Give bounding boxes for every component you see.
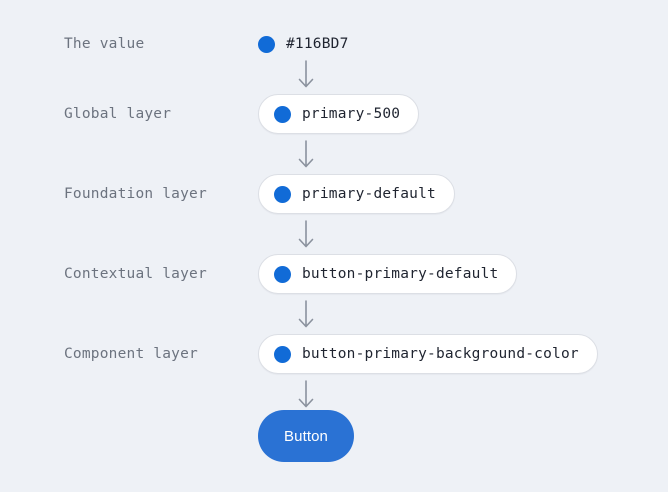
row-label-foundation-layer: Foundation layer [64, 186, 207, 202]
token-pill-primary-default[interactable]: primary-default [258, 174, 455, 214]
token-pill-label: primary-default [302, 186, 436, 202]
diagram-row-foundation-layer: Foundation layer primary-default [0, 173, 668, 215]
row-label-contextual-layer: Contextual layer [64, 266, 207, 282]
node-component-layer[interactable]: button-primary-background-color [258, 334, 598, 374]
node-contextual-layer[interactable]: button-primary-default [258, 254, 518, 294]
arrow-down-icon [292, 300, 320, 330]
value-text: #116BD7 [286, 36, 349, 52]
node-global-layer[interactable]: primary-500 [258, 94, 420, 134]
arrow-down-icon [292, 60, 320, 90]
diagram-row-contextual-layer: Contextual layer button-primary-default [0, 253, 668, 295]
arrow-down-icon [292, 380, 320, 410]
diagram-row-global-layer: Global layer primary-500 [0, 93, 668, 135]
arrow-down-icon [292, 140, 320, 170]
row-label-global-layer: Global layer [64, 106, 172, 122]
token-pill-button-primary-default[interactable]: button-primary-default [258, 254, 518, 294]
color-swatch-icon [274, 105, 291, 123]
arrow-down-icon [292, 220, 320, 250]
row-label-value: The value [64, 36, 145, 52]
diagram-row-component-layer: Component layer button-primary-backgroun… [0, 333, 668, 375]
token-pill-primary-500[interactable]: primary-500 [258, 94, 420, 134]
color-swatch-icon [274, 345, 291, 363]
result-button[interactable]: Button [258, 410, 354, 462]
token-pill-label: button-primary-background-color [302, 346, 579, 362]
token-pill-button-primary-background-color[interactable]: button-primary-background-color [258, 334, 598, 374]
color-swatch-icon [274, 265, 291, 283]
node-value: #116BD7 [258, 35, 349, 53]
token-pill-label: primary-500 [302, 106, 401, 122]
row-label-component-layer: Component layer [64, 346, 198, 362]
diagram-row-value: The value #116BD7 [0, 23, 668, 65]
node-foundation-layer[interactable]: primary-default [258, 174, 455, 214]
color-swatch-icon [274, 185, 291, 203]
color-swatch-icon [258, 35, 275, 53]
token-pill-label: button-primary-default [302, 266, 499, 282]
